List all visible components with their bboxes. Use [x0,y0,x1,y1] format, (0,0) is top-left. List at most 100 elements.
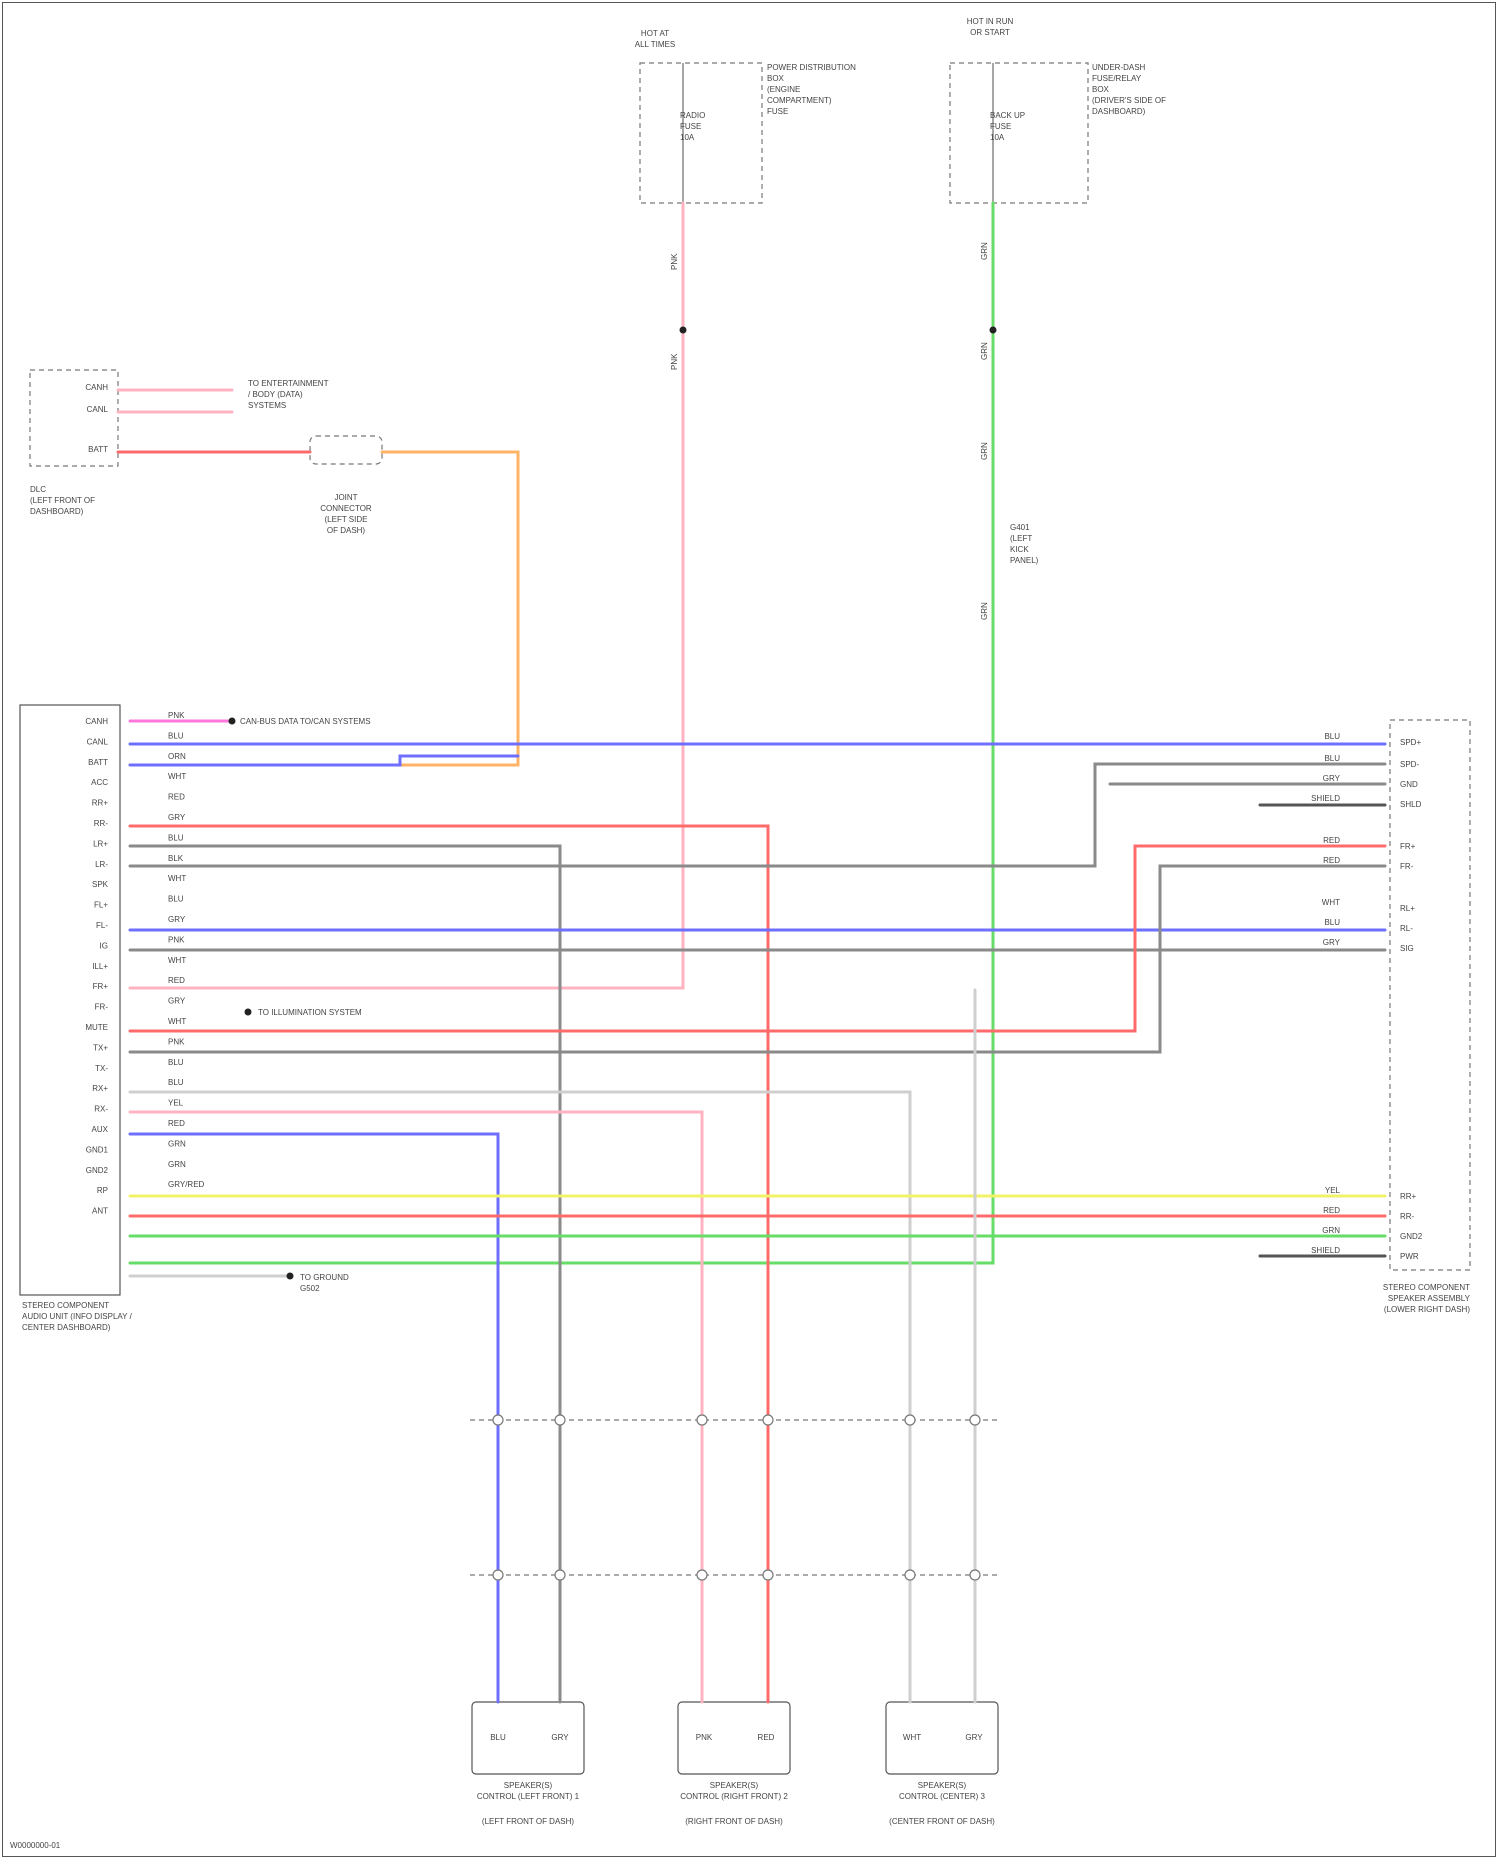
right-module-pin: PWR [1400,1252,1419,1261]
top-right-hot-label: OR START [970,28,1010,37]
right-module-pin: RL- [1400,924,1413,933]
left-module-pin: CANH [85,717,108,726]
left-module-pin: RP [97,1186,108,1195]
left-module-pin: TX+ [93,1043,108,1052]
inline-connector [905,1570,915,1580]
left-module-caption: STEREO COMPONENT [22,1301,109,1310]
radio-fuse-label: 10A [680,133,695,142]
fuse-box-left [640,63,762,203]
left-module-pin: IG [100,941,108,950]
wire-label-left: GRN [168,1139,186,1148]
inline-connector [970,1570,980,1580]
right-module-pin: SHLD [1400,800,1422,809]
splice-backup [990,327,997,334]
wire-label-right: GRY [1323,938,1341,947]
wire-label-left: WHT [168,956,186,965]
wire-label-left: BLU [168,731,184,740]
right-module-pin: SPD- [1400,760,1419,769]
inline-connector [763,1570,773,1580]
right-module-pin: RL+ [1400,904,1415,913]
inline-connector [697,1415,707,1425]
top-right-desc: FUSE/RELAY [1092,74,1142,83]
dlc-caption: (LEFT FRONT OF [30,496,95,505]
top-right-desc: DASHBOARD) [1092,107,1146,116]
wire-aux [130,1134,498,1702]
radio-fuse-label: RADIO [680,111,705,120]
speaker-caption: SPEAKER(S) [504,1781,553,1790]
top-right-desc: BOX [1092,85,1110,94]
backup-fuse-label: BACK UP [990,111,1025,120]
top-left-desc: COMPARTMENT) [767,96,832,105]
right-module-pin: FR+ [1400,842,1416,851]
speaker-pin: RED [758,1733,775,1742]
wire-label-right: BLU [1324,732,1340,741]
inline-connector [970,1415,980,1425]
wire-label-left: ORN [168,752,186,761]
wire-label-left: WHT [168,874,186,883]
left-module-pin: MUTE [85,1023,108,1032]
wire-label-left: RED [168,976,185,985]
inline-connector [697,1570,707,1580]
wire-label-right: RED [1323,1206,1340,1215]
wire-label-right: GRY [1323,774,1341,783]
left-module-pin: FR- [95,1003,109,1012]
left-module-pin: FL+ [94,901,108,910]
left-module-pin: RX+ [92,1084,108,1093]
top-left-desc: FUSE [767,107,788,116]
wire-label-left: BLU [168,1078,184,1087]
speaker-caption: CONTROL (LEFT FRONT) 1 [477,1792,580,1801]
ground-note: KICK [1010,545,1029,554]
dlc-note: SYSTEMS [248,401,286,410]
wire-label-left: BLU [168,1058,184,1067]
wire-label-right: SHIELD [1311,1246,1340,1255]
right-module-pin: RR- [1400,1212,1415,1221]
left-module-pin: RR+ [92,799,109,808]
dlc-caption: DLC [30,485,46,494]
speaker-sub: (RIGHT FRONT OF DASH) [685,1817,783,1826]
wire-rx-plus [130,1092,910,1702]
backup-fuse-label: 10A [990,133,1005,142]
gnd-note: TO GROUND [300,1273,349,1282]
inline-connector [905,1415,915,1425]
top-left-desc: POWER DISTRIBUTION [767,63,856,72]
inline-connector [555,1570,565,1580]
wire-rx-minus [130,1112,702,1702]
ground-note: PANEL) [1010,556,1039,565]
speaker-sub: (CENTER FRONT OF DASH) [889,1817,995,1826]
inline-connector [493,1415,503,1425]
ill-note: TO ILLUMINATION SYSTEM [258,1008,362,1017]
left-module-pin: ACC [91,778,108,787]
wire-label-left: YEL [168,1099,184,1108]
top-left-desc: BOX [767,74,785,83]
wire-label-right: WHT [1322,898,1340,907]
left-module-pin: SPK [92,880,109,889]
left-module-pin: LR- [95,860,108,869]
top-left-hot-label: ALL TIMES [635,40,675,49]
dlc-pin: CANL [87,405,109,414]
wire-label-vertical: GRN [980,342,989,360]
left-module-pin: CANL [87,737,109,746]
wire-label-vertical: GRN [980,242,989,260]
wire-label-left: WHT [168,772,186,781]
wire-label-right: YEL [1325,1186,1341,1195]
wire-label-right: SHIELD [1311,794,1340,803]
left-module-pin: GND2 [86,1166,109,1175]
wire-label-right: RED [1323,836,1340,845]
ill-dot [245,1009,252,1016]
junction-caption: JOINT [334,493,357,502]
right-module-pin: RR+ [1400,1192,1417,1201]
left-module-pin: FL- [96,921,108,930]
left-module-pin: RX- [94,1105,108,1114]
splice-radio [680,327,687,334]
inline-connector [493,1570,503,1580]
wire-label-vertical: GRN [980,602,989,620]
right-module-pin: GND2 [1400,1232,1423,1241]
wire-label-right: BLU [1324,918,1340,927]
junction-caption: (LEFT SIDE [325,515,368,524]
left-module-pin: GND1 [86,1145,109,1154]
left-module-pin: AUX [92,1125,109,1134]
speaker-caption: CONTROL (CENTER) 3 [899,1792,985,1801]
speaker-caption: SPEAKER(S) [710,1781,759,1790]
footer-code: W0000000-01 [10,1841,61,1850]
